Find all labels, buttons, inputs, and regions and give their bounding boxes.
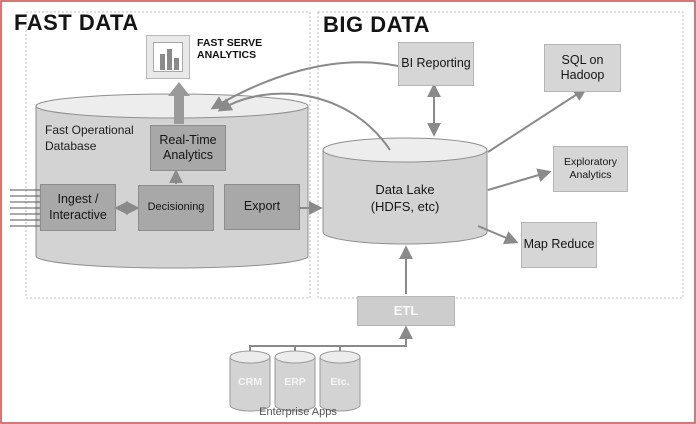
- fast-data-title: FAST DATA: [14, 10, 139, 35]
- ingest-input-lines: [10, 189, 40, 227]
- lake-exploratory-arrow: [487, 168, 552, 191]
- fast-serve-analytics-label: FAST SERVE ANALYTICS: [197, 37, 263, 62]
- lake-sql-arrow: [487, 87, 588, 153]
- crm-label: CRM: [238, 376, 262, 388]
- sql-on-hadoop-box: SQL on Hadoop: [544, 44, 621, 92]
- enterprise-apps-caption: Enterprise Apps: [259, 406, 337, 418]
- bi-realtime-arrow: [210, 61, 399, 110]
- data-lake-name: Data Lake: [375, 182, 435, 197]
- apps-etl-arrow: [249, 325, 413, 351]
- decisioning-box: Decisioning: [138, 185, 214, 231]
- exploratory-analytics-box: Exploratory Analytics: [553, 146, 628, 192]
- data-lake-top: [322, 137, 488, 163]
- operational-db-label: Fast Operational Database: [45, 123, 134, 153]
- realtime-serve-arrow: [168, 82, 190, 124]
- ingest-box: Ingest / Interactive: [40, 184, 116, 231]
- real-time-analytics-box: Real-Time Analytics: [150, 125, 226, 171]
- erp-cylinder: [274, 350, 316, 412]
- fast-data-panel: [25, 11, 311, 299]
- lake-mapreduce-arrow: [477, 225, 519, 245]
- lake-realtime-arrow: [217, 92, 391, 151]
- erp-label: ERP: [284, 376, 306, 388]
- crm-cylinder: [229, 350, 271, 412]
- map-reduce-box: Map Reduce: [521, 222, 597, 268]
- export-box: Export: [224, 184, 300, 230]
- bar-chart-icon: [146, 35, 190, 79]
- etl-box: ETL: [357, 296, 455, 326]
- etc-label: Etc.: [330, 376, 350, 388]
- big-data-panel: [317, 11, 684, 299]
- etc-cylinder: [319, 350, 361, 412]
- operational-db-top: [35, 93, 309, 119]
- big-data-title: BIG DATA: [323, 12, 431, 37]
- data-lake-sub: (HDFS, etc): [370, 198, 440, 214]
- data-lake-body: [322, 150, 488, 245]
- bi-reporting-box: BI Reporting: [398, 42, 474, 86]
- data-lake-label: Data Lake (HDFS, etc): [340, 182, 470, 216]
